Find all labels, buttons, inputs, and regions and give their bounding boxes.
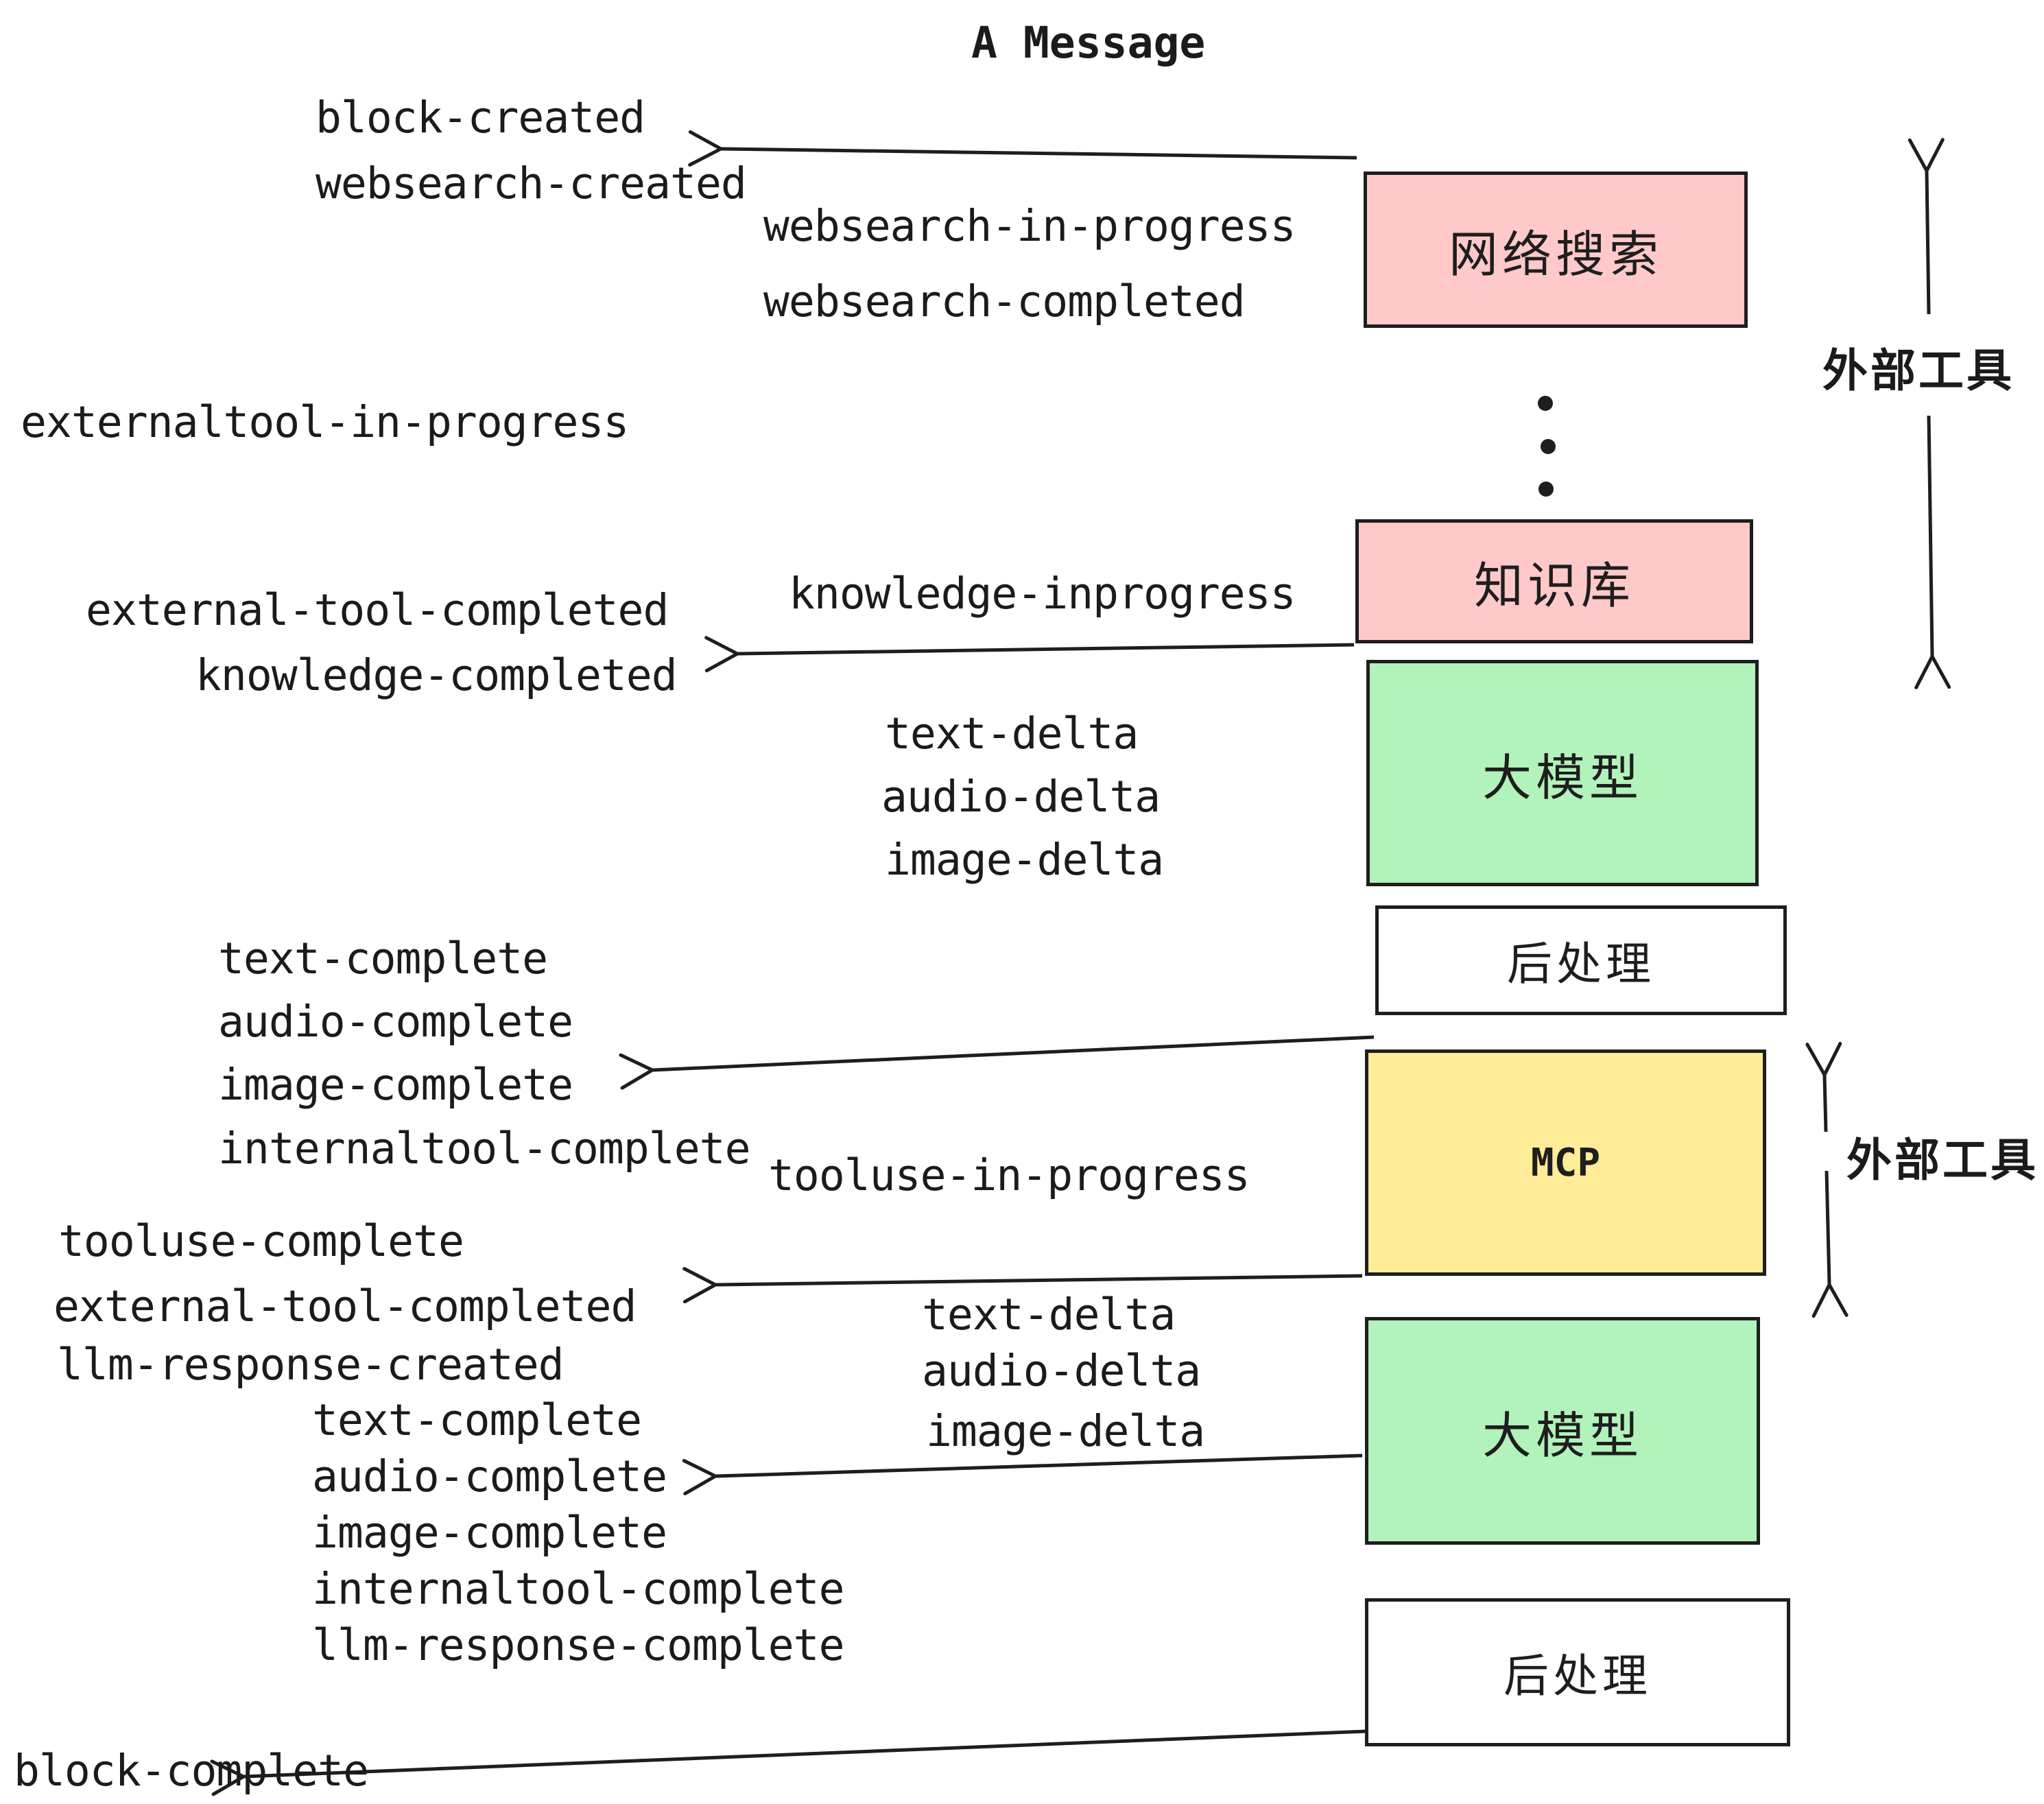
box-llm-2-label: 大模型 (1482, 1408, 1643, 1464)
event-external-tool-completed: external-tool-completed (86, 585, 669, 635)
box-postprocess-1: 后处理 (1375, 905, 1787, 1015)
box-mcp-label: MCP (1530, 1140, 1601, 1185)
event-internaltool-complete: internaltool-complete (218, 1124, 751, 1174)
arrow-audio-complete (682, 1453, 1363, 1495)
event-image-delta-2: image-delta (926, 1406, 1205, 1456)
event-websearch-in-progress: websearch-in-progress (763, 201, 1296, 251)
event-block-complete: block-complete (14, 1746, 369, 1796)
event-llm-response-complete: llm-response-complete (312, 1620, 845, 1670)
event-internaltool-complete-2: internaltool-complete (312, 1564, 845, 1614)
box-websearch: 网络搜索 (1364, 171, 1748, 328)
event-llm-response-created: llm-response-created (57, 1340, 565, 1390)
external-tools-bottom-up-arrow (1805, 1041, 1842, 1132)
box-llm-1: 大模型 (1366, 660, 1759, 886)
external-tools-label-top: 外部工具 (1822, 345, 2015, 396)
event-block-created: block-created (316, 93, 645, 143)
event-audio-delta: audio-delta (881, 772, 1161, 822)
event-knowledge-inprogress: knowledge-inprogress (789, 569, 1296, 619)
event-audio-delta-2: audio-delta (922, 1346, 1201, 1396)
box-knowledge-label: 知识库 (1473, 559, 1635, 614)
external-tools-label-bottom: 外部工具 (1846, 1135, 2039, 1185)
arrow-block-websearch-created (688, 130, 1357, 167)
box-knowledge: 知识库 (1355, 519, 1753, 643)
box-mcp: MCP (1365, 1049, 1766, 1276)
ellipsis-dot (1538, 396, 1553, 411)
event-external-tool-completed-2: external-tool-completed (54, 1281, 637, 1331)
external-tools-bottom-down-arrow (1811, 1170, 1849, 1318)
ellipsis-dot (1538, 482, 1554, 497)
event-text-complete: text-complete (218, 934, 548, 984)
event-audio-complete-2: audio-complete (312, 1451, 667, 1502)
page-title: A Message (971, 18, 1206, 68)
event-image-complete: image-complete (218, 1060, 573, 1110)
event-tooluse-in-progress: tooluse-in-progress (768, 1150, 1250, 1200)
external-tools-top-up-arrow (1908, 138, 1945, 315)
box-websearch-label: 网络搜索 (1448, 227, 1663, 283)
event-externaltool-in-progress: externaltool-in-progress (21, 397, 629, 447)
arrow-block-complete (210, 1729, 1367, 1796)
arrow-tooluse-complete (682, 1267, 1363, 1304)
event-image-delta: image-delta (885, 835, 1164, 885)
event-knowledge-completed: knowledge-completed (195, 650, 678, 700)
event-tooluse-complete: tooluse-complete (58, 1216, 464, 1266)
event-websearch-completed: websearch-completed (763, 276, 1246, 327)
box-postprocess-2-label: 后处理 (1504, 1650, 1652, 1701)
box-postprocess-2: 后处理 (1365, 1598, 1790, 1746)
box-postprocess-1-label: 后处理 (1507, 938, 1655, 989)
external-tools-top-down-arrow (1914, 415, 1951, 689)
event-websearch-created: websearch-created (316, 158, 747, 209)
event-text-delta: text-delta (885, 709, 1139, 759)
arrow-knowledge-completed (704, 636, 1355, 673)
box-llm-1-label: 大模型 (1482, 750, 1643, 806)
event-image-complete-2: image-complete (312, 1508, 667, 1558)
ellipsis-dot (1541, 439, 1556, 454)
event-text-delta-2: text-delta (922, 1290, 1176, 1340)
event-text-complete-2: text-complete (312, 1395, 642, 1445)
event-audio-complete: audio-complete (218, 997, 573, 1047)
box-llm-2: 大模型 (1365, 1317, 1760, 1545)
arrow-image-complete (619, 1035, 1375, 1090)
